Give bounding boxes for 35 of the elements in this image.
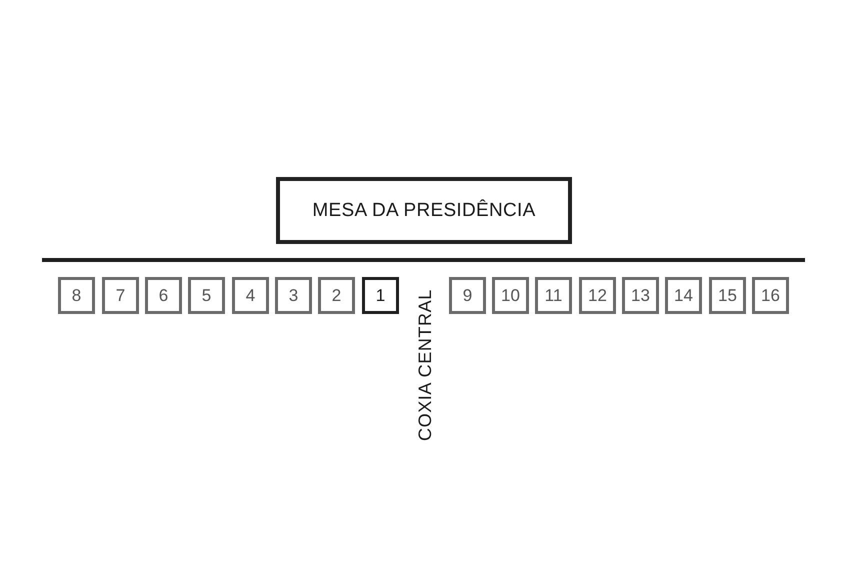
seat-box bbox=[449, 277, 486, 314]
seat-box bbox=[232, 277, 269, 314]
table-label: MESA DA PRESIDÊNCIA bbox=[312, 201, 536, 220]
seat-box bbox=[535, 277, 572, 314]
seat-number: 1 bbox=[376, 287, 386, 304]
seat-number: 6 bbox=[158, 287, 168, 304]
aisle-label: COXIA CENTRAL bbox=[416, 289, 434, 441]
seat-number: 14 bbox=[674, 287, 693, 304]
seat-box bbox=[145, 277, 182, 314]
seat-box bbox=[58, 277, 95, 314]
seat-number: 9 bbox=[462, 287, 472, 304]
seat-box bbox=[665, 277, 702, 314]
seat-box bbox=[188, 277, 225, 314]
highlighted-seat-box bbox=[362, 277, 399, 314]
seat-number: 11 bbox=[544, 287, 562, 304]
seat-number: 13 bbox=[631, 287, 650, 304]
seat-number: 7 bbox=[116, 287, 126, 304]
seat-number: 4 bbox=[246, 287, 256, 304]
presidency-table-box bbox=[276, 177, 572, 244]
seat-box bbox=[709, 277, 746, 314]
seat-number: 16 bbox=[761, 287, 780, 304]
seat-number: 3 bbox=[288, 287, 298, 304]
seat-box bbox=[579, 277, 616, 314]
seat-box bbox=[102, 277, 139, 314]
seat-number: 8 bbox=[72, 287, 82, 304]
seat-box bbox=[492, 277, 529, 314]
seat-number: 12 bbox=[588, 287, 607, 304]
seat-number: 15 bbox=[718, 287, 737, 304]
seat-box bbox=[752, 277, 789, 314]
seat-number: 10 bbox=[501, 287, 520, 304]
seat-box bbox=[622, 277, 659, 314]
seat-box bbox=[275, 277, 312, 314]
seat-number: 5 bbox=[202, 287, 212, 304]
seat-number: 2 bbox=[332, 287, 342, 304]
seat-box bbox=[318, 277, 355, 314]
